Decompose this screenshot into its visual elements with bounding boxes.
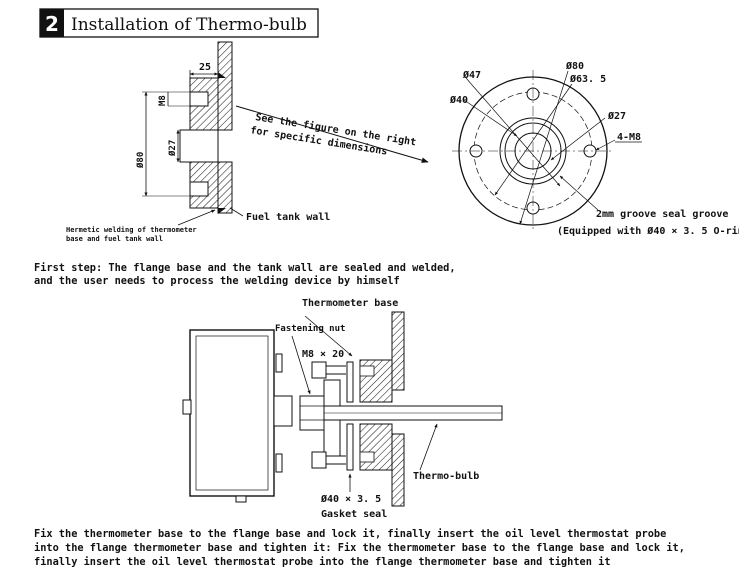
- label-gasket-seal: Gasket seal: [321, 509, 387, 520]
- figure-flange-front-view: Ø80 Ø47 Ø63. 5 Ø40 Ø27 4-M8 2mm groove s…: [449, 60, 739, 237]
- footer-line2: into the flange thermometer base and tig…: [34, 542, 685, 554]
- dim-m8: M8: [158, 95, 168, 106]
- gasket-seal-lower: [346, 423, 354, 471]
- bolt-hole-lower: [189, 181, 209, 197]
- flange-groove-label: 2mm groove seal groove: [596, 209, 728, 220]
- header-title: Installation of Thermo-bulb: [71, 15, 307, 35]
- welding-note-line2: base and fuel tank wall: [66, 235, 163, 243]
- footer-line1: Fix the thermometer base to the flange b…: [34, 528, 666, 540]
- see-figure-arrow: [235, 105, 429, 163]
- bolt-hole-upper: [189, 91, 209, 107]
- step1-line2: and the user needs to process the weldin…: [34, 275, 400, 287]
- assembly-tank-wall-upper: [391, 311, 405, 391]
- flange-4m8: 4-M8: [617, 132, 641, 143]
- label-fastening-nut: Fastening nut: [275, 323, 345, 334]
- flange-oring-label: (Equipped with Ø40 × 3. 5 O-ring): [557, 225, 739, 237]
- bolt-upper: [311, 361, 346, 379]
- flange-d63: Ø63. 5: [569, 73, 606, 85]
- flange-d80: Ø80: [565, 60, 584, 72]
- bolt-lower: [311, 451, 346, 469]
- welding-note-line1: Hermetic welding of thermometer: [66, 226, 197, 234]
- dim-27: Ø27: [167, 140, 178, 157]
- thermometer-gauge-body: [189, 329, 275, 497]
- flange-d27: Ø27: [607, 110, 626, 122]
- tank-wall-lower: [217, 161, 233, 214]
- step1-line1: First step: The flange base and the tank…: [34, 262, 456, 274]
- header-number: 2: [45, 12, 59, 36]
- flange-d47: Ø47: [462, 69, 481, 81]
- figure-assembly: Thermometer base Fastening nut M8 × 20 T…: [182, 298, 503, 520]
- tank-wall-upper: [217, 41, 233, 131]
- footer-line3: finally insert the oil level thermostat …: [34, 556, 611, 568]
- header-number-box: [40, 9, 64, 37]
- fuel-tank-wall-label: Fuel tank wall: [246, 212, 330, 223]
- gasket-seal-upper: [346, 361, 354, 403]
- assembly-flange-lower: [359, 423, 393, 471]
- center-bore: [179, 129, 219, 163]
- fastening-nut: [299, 395, 325, 431]
- assembly-tank-wall-lower: [391, 433, 405, 507]
- label-m8x20: M8 × 20: [302, 349, 344, 360]
- weld-mark-lower: [218, 208, 226, 214]
- label-thermometer-base: Thermometer base: [302, 298, 398, 309]
- dim-80: Ø80: [135, 152, 146, 169]
- label-thermo-bulb: Thermo-bulb: [413, 471, 479, 482]
- flange-d40: Ø40: [449, 94, 468, 106]
- weld-mark-upper: [218, 72, 226, 78]
- dim-25: 25: [199, 62, 211, 73]
- figure-flange-section: 25 M8 Ø27 Ø80 Hermetic welding of thermo…: [66, 41, 429, 243]
- label-oring: Ø40 × 3. 5: [320, 493, 381, 505]
- section-header: 2 Installation of Thermo-bulb: [39, 8, 319, 38]
